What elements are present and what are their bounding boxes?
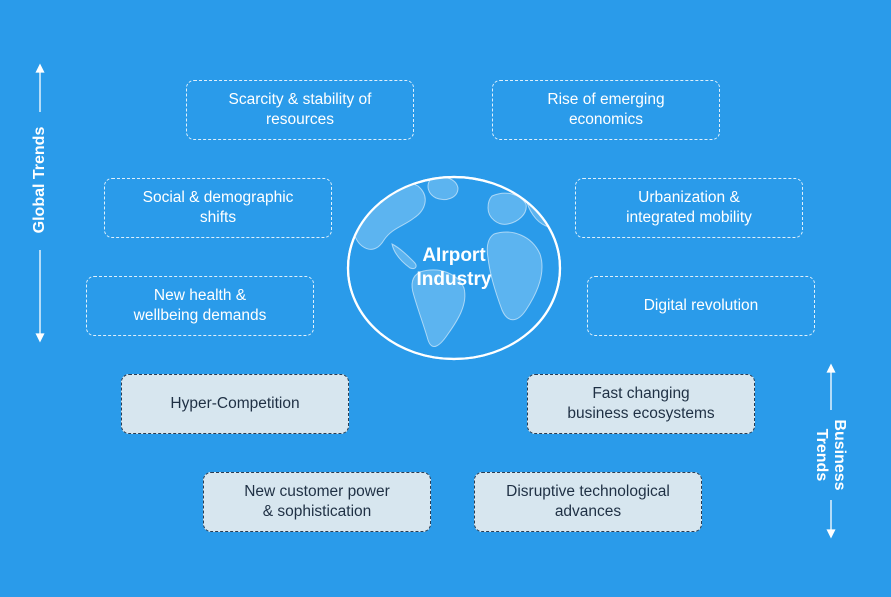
trend-text: Scarcity & stability of (228, 91, 372, 108)
trend-text: integrated mobility (626, 209, 752, 226)
trend-text: business ecosystems (567, 405, 715, 422)
trend-customer-power: New customer power & sophistication (203, 472, 431, 532)
trend-business-ecosystems: Fast changing business ecosystems (527, 374, 755, 434)
trend-text: & sophistication (262, 503, 372, 520)
center-title-line-2: Industry (416, 269, 492, 290)
trend-health-wellbeing: New health & wellbeing demands (86, 276, 314, 336)
trend-text: resources (265, 111, 335, 128)
trend-digital-revolution: Digital revolution (587, 276, 815, 336)
trend-text: Rise of emerging (547, 91, 665, 108)
trend-text: Social & demographic (142, 189, 294, 206)
trend-text: Fast changing (592, 385, 690, 402)
trend-social-demographic: Social & demographic shifts (104, 178, 332, 238)
trend-text: New health & (153, 287, 247, 304)
trend-scarcity-resources: Scarcity & stability of resources (186, 80, 414, 140)
global-arrow-up-head (35, 63, 45, 73)
center-title-line-1: AIrport (422, 245, 486, 266)
business-arrow-down-head (826, 529, 836, 539)
trend-text: Disruptive technological (506, 483, 670, 500)
trend-text: advances (554, 503, 622, 520)
trend-emerging-economics: Rise of emerging economics (492, 80, 720, 140)
trend-hyper-competition: Hyper-Competition (121, 374, 349, 434)
trend-text: wellbeing demands (133, 307, 267, 324)
center-title: AIrport Industry (392, 244, 516, 292)
trend-text: shifts (199, 209, 237, 226)
trend-text: Digital revolution (643, 297, 759, 314)
trend-text: Hyper-Competition (170, 395, 300, 412)
trend-disruptive-tech: Disruptive technological advances (474, 472, 702, 532)
trend-urbanization-mobility: Urbanization & integrated mobility (575, 178, 803, 238)
trend-text: New customer power (244, 483, 390, 500)
trend-text: economics (568, 111, 644, 128)
global-arrow-down-head (35, 333, 45, 343)
trend-text: Urbanization & (638, 189, 740, 206)
business-arrow-up-head (826, 363, 836, 373)
